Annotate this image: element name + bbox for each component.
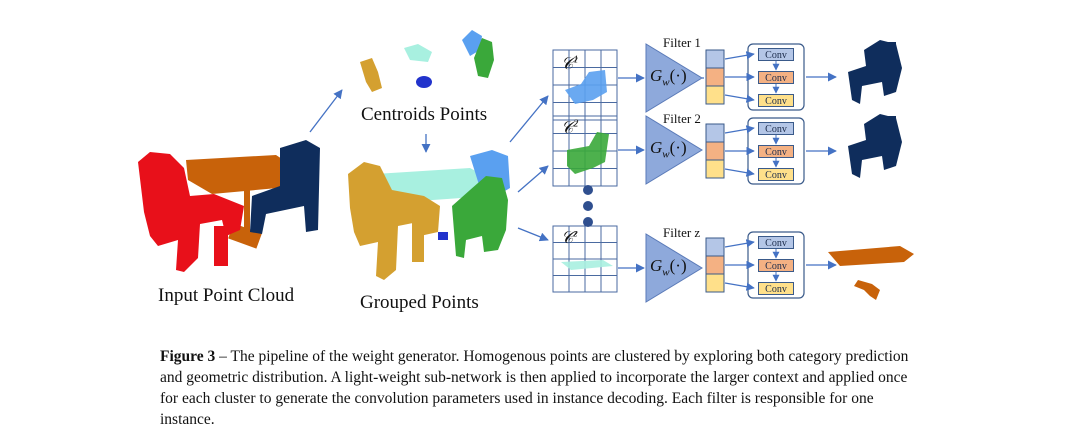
filter-label-1: Filter 1 [663,35,701,50]
pipeline-diagram [138,30,914,303]
weight-generator-2 [645,115,703,185]
grouped-points [348,150,510,280]
cluster-symbol-1: 𝒞1 [561,54,579,73]
conv-box: Conv [758,259,794,272]
conv-box: Conv [758,236,794,249]
cluster-symbol-z: 𝒞z [561,228,578,247]
conv-box: Conv [758,282,794,295]
cluster-grid-z [552,225,618,293]
conv-box: Conv [758,122,794,135]
filter-to-conv-arrows [724,51,755,291]
figure-caption: Figure 3 – The pipeline of the weight ge… [160,346,920,430]
centroids-points-label: Centroids Points [361,104,488,125]
weight-generator-z [645,233,703,303]
arrow-input-to-centroids [309,89,343,133]
conv-box: Conv [758,168,794,181]
ellipsis-dot [583,201,593,211]
output-instance-2 [848,114,902,178]
filter-column-z [705,237,725,293]
filter-column-2 [705,123,725,179]
filter-column-1 [705,49,725,105]
input-point-cloud [138,140,320,272]
arrow-to-cluster-2 [517,165,549,193]
grouped-points-label: Grouped Points [360,292,479,313]
cluster-symbol-2: 𝒞2 [561,118,579,137]
output-instance-z [828,246,914,300]
arrow-to-cluster-z [517,227,549,242]
input-point-cloud-label: Input Point Cloud [158,285,295,306]
caption-text: – The pipeline of the weight generator. … [160,348,909,428]
conv-box: Conv [758,94,794,107]
arrow-to-cluster-1 [509,95,549,143]
centroid-points [360,30,494,92]
conv-box: Conv [758,48,794,61]
cluster-grid-1 [552,49,618,121]
generator-label-1: Gw(·) [650,66,687,89]
generator-label-z: Gw(·) [650,256,687,279]
ellipsis-dot [583,217,593,227]
figure-label: Figure 3 [160,348,216,365]
filter-label-z: Filter z [663,225,701,240]
conv-box: Conv [758,71,794,84]
conv-box: Conv [758,145,794,158]
cluster-grid-2 [552,115,618,187]
generator-label-2: Gw(·) [650,138,687,161]
output-instance-1 [848,40,902,104]
weight-generator-1 [645,43,703,113]
filter-label-2: Filter 2 [663,111,701,126]
ellipsis-dot [583,185,593,195]
